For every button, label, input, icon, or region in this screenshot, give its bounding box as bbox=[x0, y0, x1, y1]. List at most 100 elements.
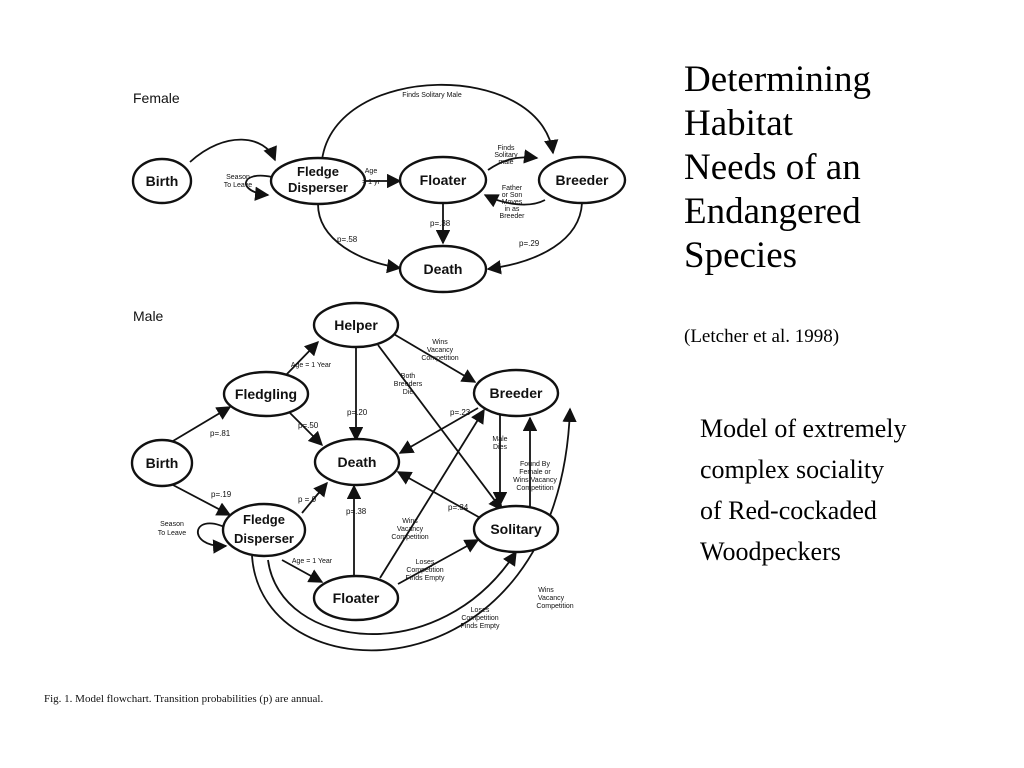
edge-helper-to-solitary bbox=[377, 344, 503, 512]
male-node-fledge-disperser bbox=[221, 502, 307, 558]
male-wins-vacancy-label-line2: Vacancy bbox=[427, 347, 454, 354]
female-p-floater-death: p=.38 bbox=[430, 219, 451, 228]
female-father-label-line4: in as bbox=[505, 206, 520, 213]
edge-helper-to-breeder bbox=[391, 332, 477, 383]
male-fledge-label-line2: Disperser bbox=[234, 531, 294, 546]
male-birth-label: Birth bbox=[146, 455, 179, 471]
title-line: Habitat bbox=[684, 103, 793, 144]
female-season-label-line1: Season bbox=[226, 174, 250, 181]
male-season-label-line2: To Leave bbox=[158, 530, 187, 537]
male-right-wins-label-line2: Vacancy bbox=[538, 595, 565, 602]
male-bottom-loses-label-line1: Loses bbox=[471, 607, 490, 614]
male-age-helper-label: Age = 1 Year bbox=[291, 362, 332, 369]
male-fledge-label-line1: Fledge bbox=[243, 512, 285, 527]
edge-fledgling-to-death bbox=[289, 412, 324, 447]
female-season-label-line2: To Leave bbox=[224, 182, 253, 189]
female-node-breeder bbox=[537, 155, 627, 205]
male-bottom-loses-label-line3: Finds Empty bbox=[461, 623, 500, 630]
male-fledgling-label: Fledgling bbox=[235, 386, 297, 402]
male-right-wins-label-line1: Wins bbox=[538, 587, 554, 594]
slide-title: Determining Habitat Needs of an Endanger… bbox=[684, 58, 1014, 278]
male-p19-label: p=.19 bbox=[211, 490, 232, 499]
edge-birth-to-fledge bbox=[189, 138, 277, 163]
male-both-breeders-label-line2: Breeders bbox=[394, 381, 423, 388]
male-both-breeders-label-line3: Die bbox=[403, 389, 414, 396]
male-found-label-line2: Female or bbox=[519, 469, 551, 476]
male-found-label-line3: Wins Vacancy bbox=[513, 477, 557, 484]
edge-fledge-self-loop bbox=[245, 174, 273, 201]
female-finds-solitary-male-top-label: Finds Solitary Male bbox=[402, 92, 462, 99]
female-finds-label-line3: male bbox=[498, 159, 513, 166]
male-helper-label: Helper bbox=[334, 317, 378, 333]
title-line: Endangered bbox=[684, 191, 861, 232]
edge-breeder-to-death bbox=[398, 407, 479, 454]
edge-floater-to-solitary bbox=[397, 539, 480, 585]
edge-breeder-to-floater bbox=[483, 194, 546, 208]
female-node-birth bbox=[131, 157, 193, 205]
description-line: of Red-cockaded bbox=[700, 496, 877, 525]
slide-description: Model of extremely complex sociality of … bbox=[700, 408, 1000, 572]
male-p23-label: p=.23 bbox=[450, 408, 471, 417]
male-wins-vacancy-label-line3: Competition bbox=[421, 355, 458, 362]
male-season-label-line1: Season bbox=[160, 521, 184, 528]
edge-fledge-self-loop bbox=[197, 522, 231, 554]
female-birth-label: Birth bbox=[146, 173, 179, 189]
male-wins-vacancy-label-line1: Wins bbox=[432, 339, 448, 346]
female-fledge-label-line1: Fledge bbox=[297, 164, 339, 179]
male-node-fledgling bbox=[222, 370, 310, 418]
female-p-breeder-death: p=.29 bbox=[519, 239, 540, 248]
male-node-solitary bbox=[472, 504, 560, 554]
female-father-label-line2: or Son bbox=[502, 192, 523, 199]
male-dies-label-line2: Dies bbox=[493, 444, 508, 451]
edge-birth-to-fledgling bbox=[172, 406, 232, 442]
male-loses-label-line2: Competition bbox=[406, 567, 443, 574]
male-node-breeder bbox=[472, 368, 560, 418]
male-breeder-label: Breeder bbox=[490, 385, 543, 401]
male-age-floater-label: Age = 1 Year bbox=[292, 558, 333, 565]
edge-birth-to-fledge bbox=[172, 484, 232, 516]
female-age-label-line2: = 1 yr bbox=[362, 179, 380, 186]
male-floater-wins-label-line1: Wins bbox=[402, 518, 418, 525]
male-floater-label: Floater bbox=[333, 590, 380, 606]
male-found-label-line4: Competition bbox=[516, 485, 553, 492]
male-node-birth bbox=[130, 438, 194, 488]
male-bottom-loses-label-line2: Competition bbox=[461, 615, 498, 622]
description-line: Model of extremely bbox=[700, 414, 907, 443]
female-finds-label-line1: Finds bbox=[497, 145, 515, 152]
edge-fledge-to-breeder-top bbox=[321, 83, 559, 161]
male-flowchart: Male bbox=[130, 301, 577, 652]
female-father-label-line3: Moves bbox=[502, 199, 523, 206]
title-line: Needs of an bbox=[684, 147, 861, 188]
female-father-label-line1: Father bbox=[502, 185, 523, 192]
edge-fledge-to-solitary-bottom bbox=[267, 550, 517, 635]
female-father-label-line5: Breeder bbox=[500, 213, 526, 220]
male-solitary-label: Solitary bbox=[490, 521, 542, 537]
edge-fledge-to-death bbox=[317, 203, 402, 274]
male-loses-label-line1: Loses bbox=[416, 559, 435, 566]
male-both-breeders-label-line1: Both bbox=[401, 373, 416, 380]
male-section-label: Male bbox=[133, 308, 164, 324]
edge-solitary-to-death bbox=[396, 471, 485, 521]
female-finds-label-line2: Solitary bbox=[494, 152, 518, 159]
female-age-label-line1: Age bbox=[365, 168, 378, 175]
male-p38-label: p=.38 bbox=[346, 507, 367, 516]
male-death-label: Death bbox=[338, 454, 377, 470]
male-p81-label: p=.81 bbox=[210, 429, 231, 438]
edge-fledge-to-death bbox=[301, 481, 328, 514]
male-p20-label: p=.20 bbox=[347, 408, 368, 417]
description-line: Woodpeckers bbox=[700, 537, 841, 566]
edge-fledge-to-floater bbox=[281, 559, 324, 583]
male-dies-label-line1: Male bbox=[492, 436, 507, 443]
female-section-label: Female bbox=[133, 90, 180, 106]
citation: (Letcher et al. 1998) bbox=[684, 326, 840, 347]
male-p50-label: p=.50 bbox=[298, 421, 319, 430]
male-node-death bbox=[313, 437, 401, 487]
edge-floater-to-breeder bbox=[487, 149, 539, 171]
male-node-floater bbox=[312, 574, 400, 622]
description-line: complex sociality bbox=[700, 455, 885, 484]
female-p-fledge-death: p=.58 bbox=[337, 235, 358, 244]
female-node-floater bbox=[398, 155, 488, 205]
male-floater-wins-label-line3: Competition bbox=[391, 534, 428, 541]
male-p0-label: p = 0 bbox=[298, 495, 317, 504]
